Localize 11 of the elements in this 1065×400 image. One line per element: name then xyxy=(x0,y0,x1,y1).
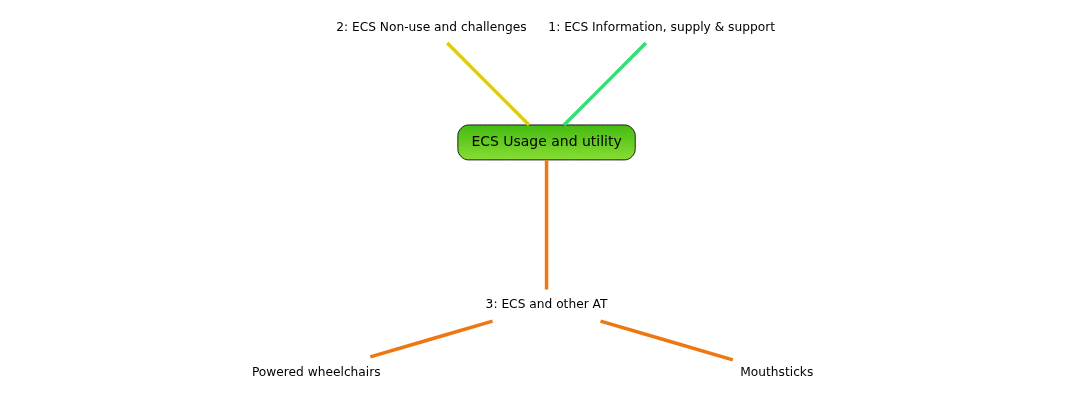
node-text: 2: ECS Non-use and challenges xyxy=(335,19,527,34)
connector xyxy=(369,319,493,359)
node-text: Powered wheelchairs xyxy=(251,364,381,379)
node-text: 1: ECS Information, supply & support xyxy=(547,19,775,34)
connector xyxy=(599,319,733,362)
connector xyxy=(445,41,530,127)
connector xyxy=(544,160,548,290)
node-box: ECS Usage and utility xyxy=(456,124,636,161)
connector xyxy=(562,41,647,127)
node-text: 3: ECS and other AT xyxy=(485,297,607,312)
node-text: Mouthsticks xyxy=(739,364,813,379)
